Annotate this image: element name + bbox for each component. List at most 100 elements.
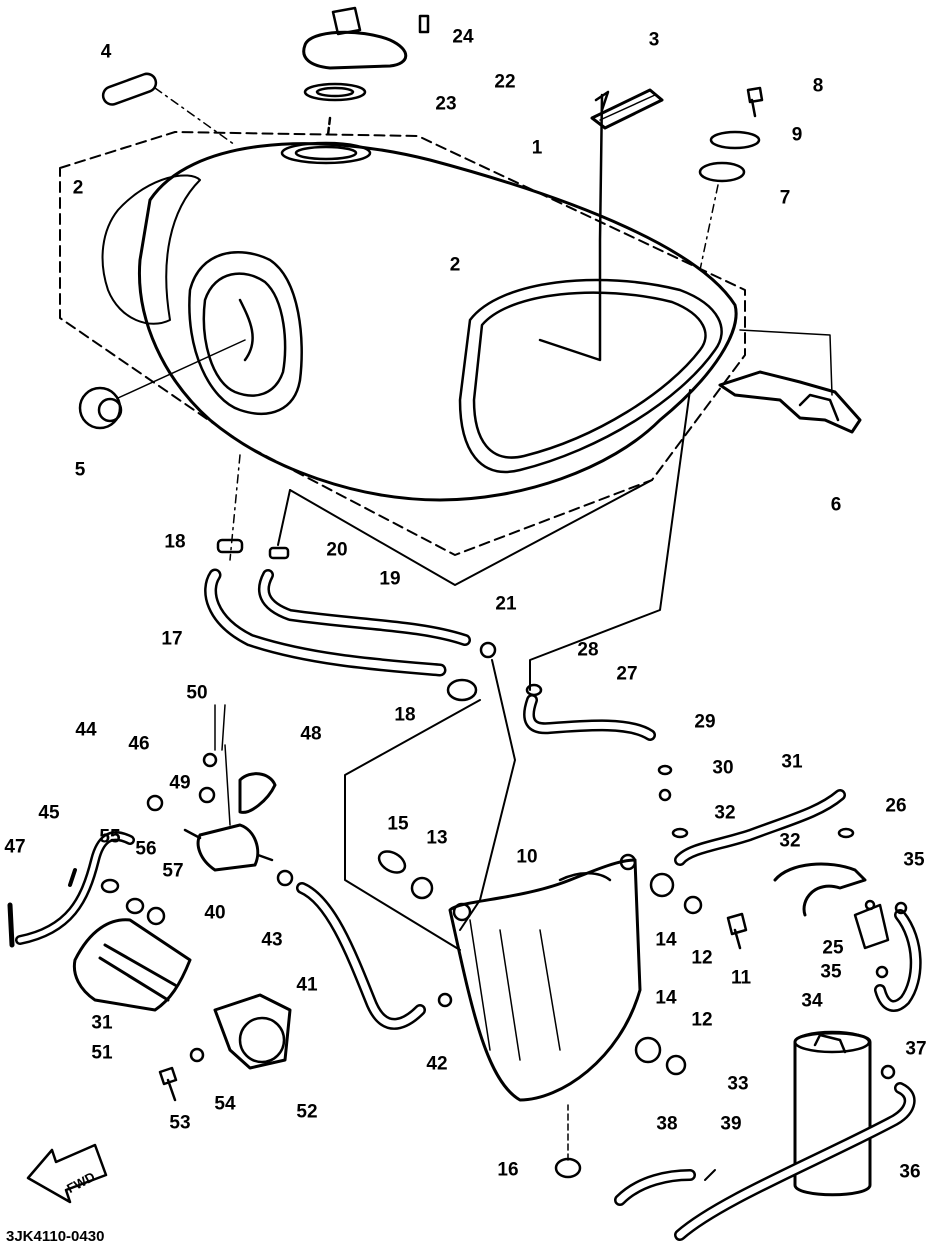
- callout-20: 20: [326, 539, 348, 561]
- clamp-48: [238, 772, 277, 814]
- callout-12a: 12: [691, 947, 713, 969]
- bracket-26: [773, 862, 867, 917]
- callout-5: 5: [74, 459, 86, 481]
- bolt-53: [158, 1066, 178, 1102]
- clip-42: [437, 992, 453, 1008]
- callout-2b: 2: [449, 254, 461, 276]
- callout-3: 3: [648, 29, 660, 51]
- callout-39: 39: [720, 1113, 742, 1135]
- grommet-15: [377, 850, 407, 874]
- callout-40: 40: [204, 902, 226, 924]
- callout-18b: 18: [394, 704, 416, 726]
- valve-25: [853, 903, 890, 950]
- callout-56: 56: [135, 838, 157, 860]
- fuel-cap-assembly: [302, 6, 430, 137]
- callout-45: 45: [38, 802, 60, 824]
- washer-12a: [683, 895, 703, 915]
- callout-7: 7: [779, 187, 791, 209]
- callout-9: 9: [791, 124, 803, 146]
- callout-28: 28: [577, 639, 599, 661]
- fwd-arrow: [26, 1143, 108, 1204]
- callout-55: 55: [99, 826, 121, 848]
- reference-code: 3JK4110-0430: [6, 1228, 105, 1245]
- canister: [793, 1030, 872, 1197]
- callout-35b: 35: [820, 961, 842, 983]
- emblem: [590, 88, 664, 130]
- callout-33: 33: [727, 1073, 749, 1095]
- callout-29: 29: [694, 711, 716, 733]
- callout-32a: 32: [714, 802, 736, 824]
- callout-38: 38: [656, 1113, 678, 1135]
- callout-4: 4: [100, 41, 112, 63]
- tank-assembly-boundary: [59, 131, 746, 556]
- callout-51: 51: [91, 1042, 113, 1064]
- callout-21: 21: [495, 593, 517, 615]
- hose-41: [296, 882, 426, 1030]
- callout-16: 16: [497, 1159, 519, 1181]
- callout-54: 54: [214, 1093, 236, 1115]
- grommet-14b: [634, 1036, 662, 1064]
- callout-10: 10: [516, 846, 538, 868]
- damper-7: [698, 161, 746, 183]
- callout-25: 25: [822, 937, 844, 959]
- callout-6: 6: [830, 494, 842, 516]
- callout-1: 1: [531, 137, 543, 159]
- cover-51: [72, 918, 192, 1012]
- callout-44: 44: [75, 719, 97, 741]
- callout-35a: 35: [903, 849, 925, 871]
- callout-13: 13: [426, 827, 448, 849]
- callout-27: 27: [616, 663, 638, 685]
- hose-44: [15, 831, 135, 945]
- callout-15: 15: [387, 813, 409, 835]
- gasket-left: [101, 174, 201, 325]
- callout-36: 36: [899, 1161, 921, 1183]
- callout-18a: 18: [164, 531, 186, 553]
- callout-43: 43: [261, 929, 283, 951]
- callout-31b: 31: [91, 1012, 113, 1034]
- tank-plug: [78, 339, 246, 430]
- callout-19: 19: [379, 568, 401, 590]
- callout-34: 34: [801, 990, 823, 1012]
- callout-49: 49: [169, 772, 191, 794]
- washer-12b: [665, 1054, 687, 1076]
- callout-17: 17: [161, 628, 183, 650]
- callout-52: 52: [296, 1101, 318, 1123]
- callout-32b: 32: [779, 830, 801, 852]
- callout-14a: 14: [655, 929, 677, 951]
- bracket-52: [213, 993, 292, 1070]
- callout-48: 48: [300, 723, 322, 745]
- tank-pad: [101, 72, 158, 106]
- damper-16: [554, 1157, 582, 1179]
- grommet-14a: [649, 872, 675, 898]
- callout-57: 57: [162, 860, 184, 882]
- screw-8: [746, 86, 764, 118]
- callout-14b: 14: [655, 987, 677, 1009]
- fuel-hoses-upper: [204, 538, 497, 702]
- fuel-tank: [137, 90, 738, 502]
- callout-23: 23: [435, 93, 457, 115]
- callout-53: 53: [169, 1112, 191, 1134]
- callout-47: 47: [4, 836, 26, 858]
- callout-8: 8: [812, 75, 824, 97]
- washer-54: [189, 1047, 205, 1063]
- tank-bracket: [718, 329, 862, 434]
- callout-30: 30: [712, 757, 734, 779]
- washer-9: [709, 130, 761, 150]
- callout-42: 42: [426, 1053, 448, 1075]
- bolt-11: [726, 912, 748, 950]
- collar-13: [410, 876, 434, 900]
- fuel-filter: [183, 744, 274, 872]
- callout-11: 11: [730, 967, 752, 989]
- callout-50: 50: [186, 682, 208, 704]
- callout-2a: 2: [72, 177, 84, 199]
- callout-12b: 12: [691, 1009, 713, 1031]
- callout-31a: 31: [781, 751, 803, 773]
- callout-41: 41: [296, 974, 318, 996]
- callout-24: 24: [452, 26, 474, 48]
- callout-22: 22: [494, 71, 516, 93]
- callout-37: 37: [905, 1038, 927, 1060]
- side-cover-box: [448, 853, 642, 1102]
- callout-46: 46: [128, 733, 150, 755]
